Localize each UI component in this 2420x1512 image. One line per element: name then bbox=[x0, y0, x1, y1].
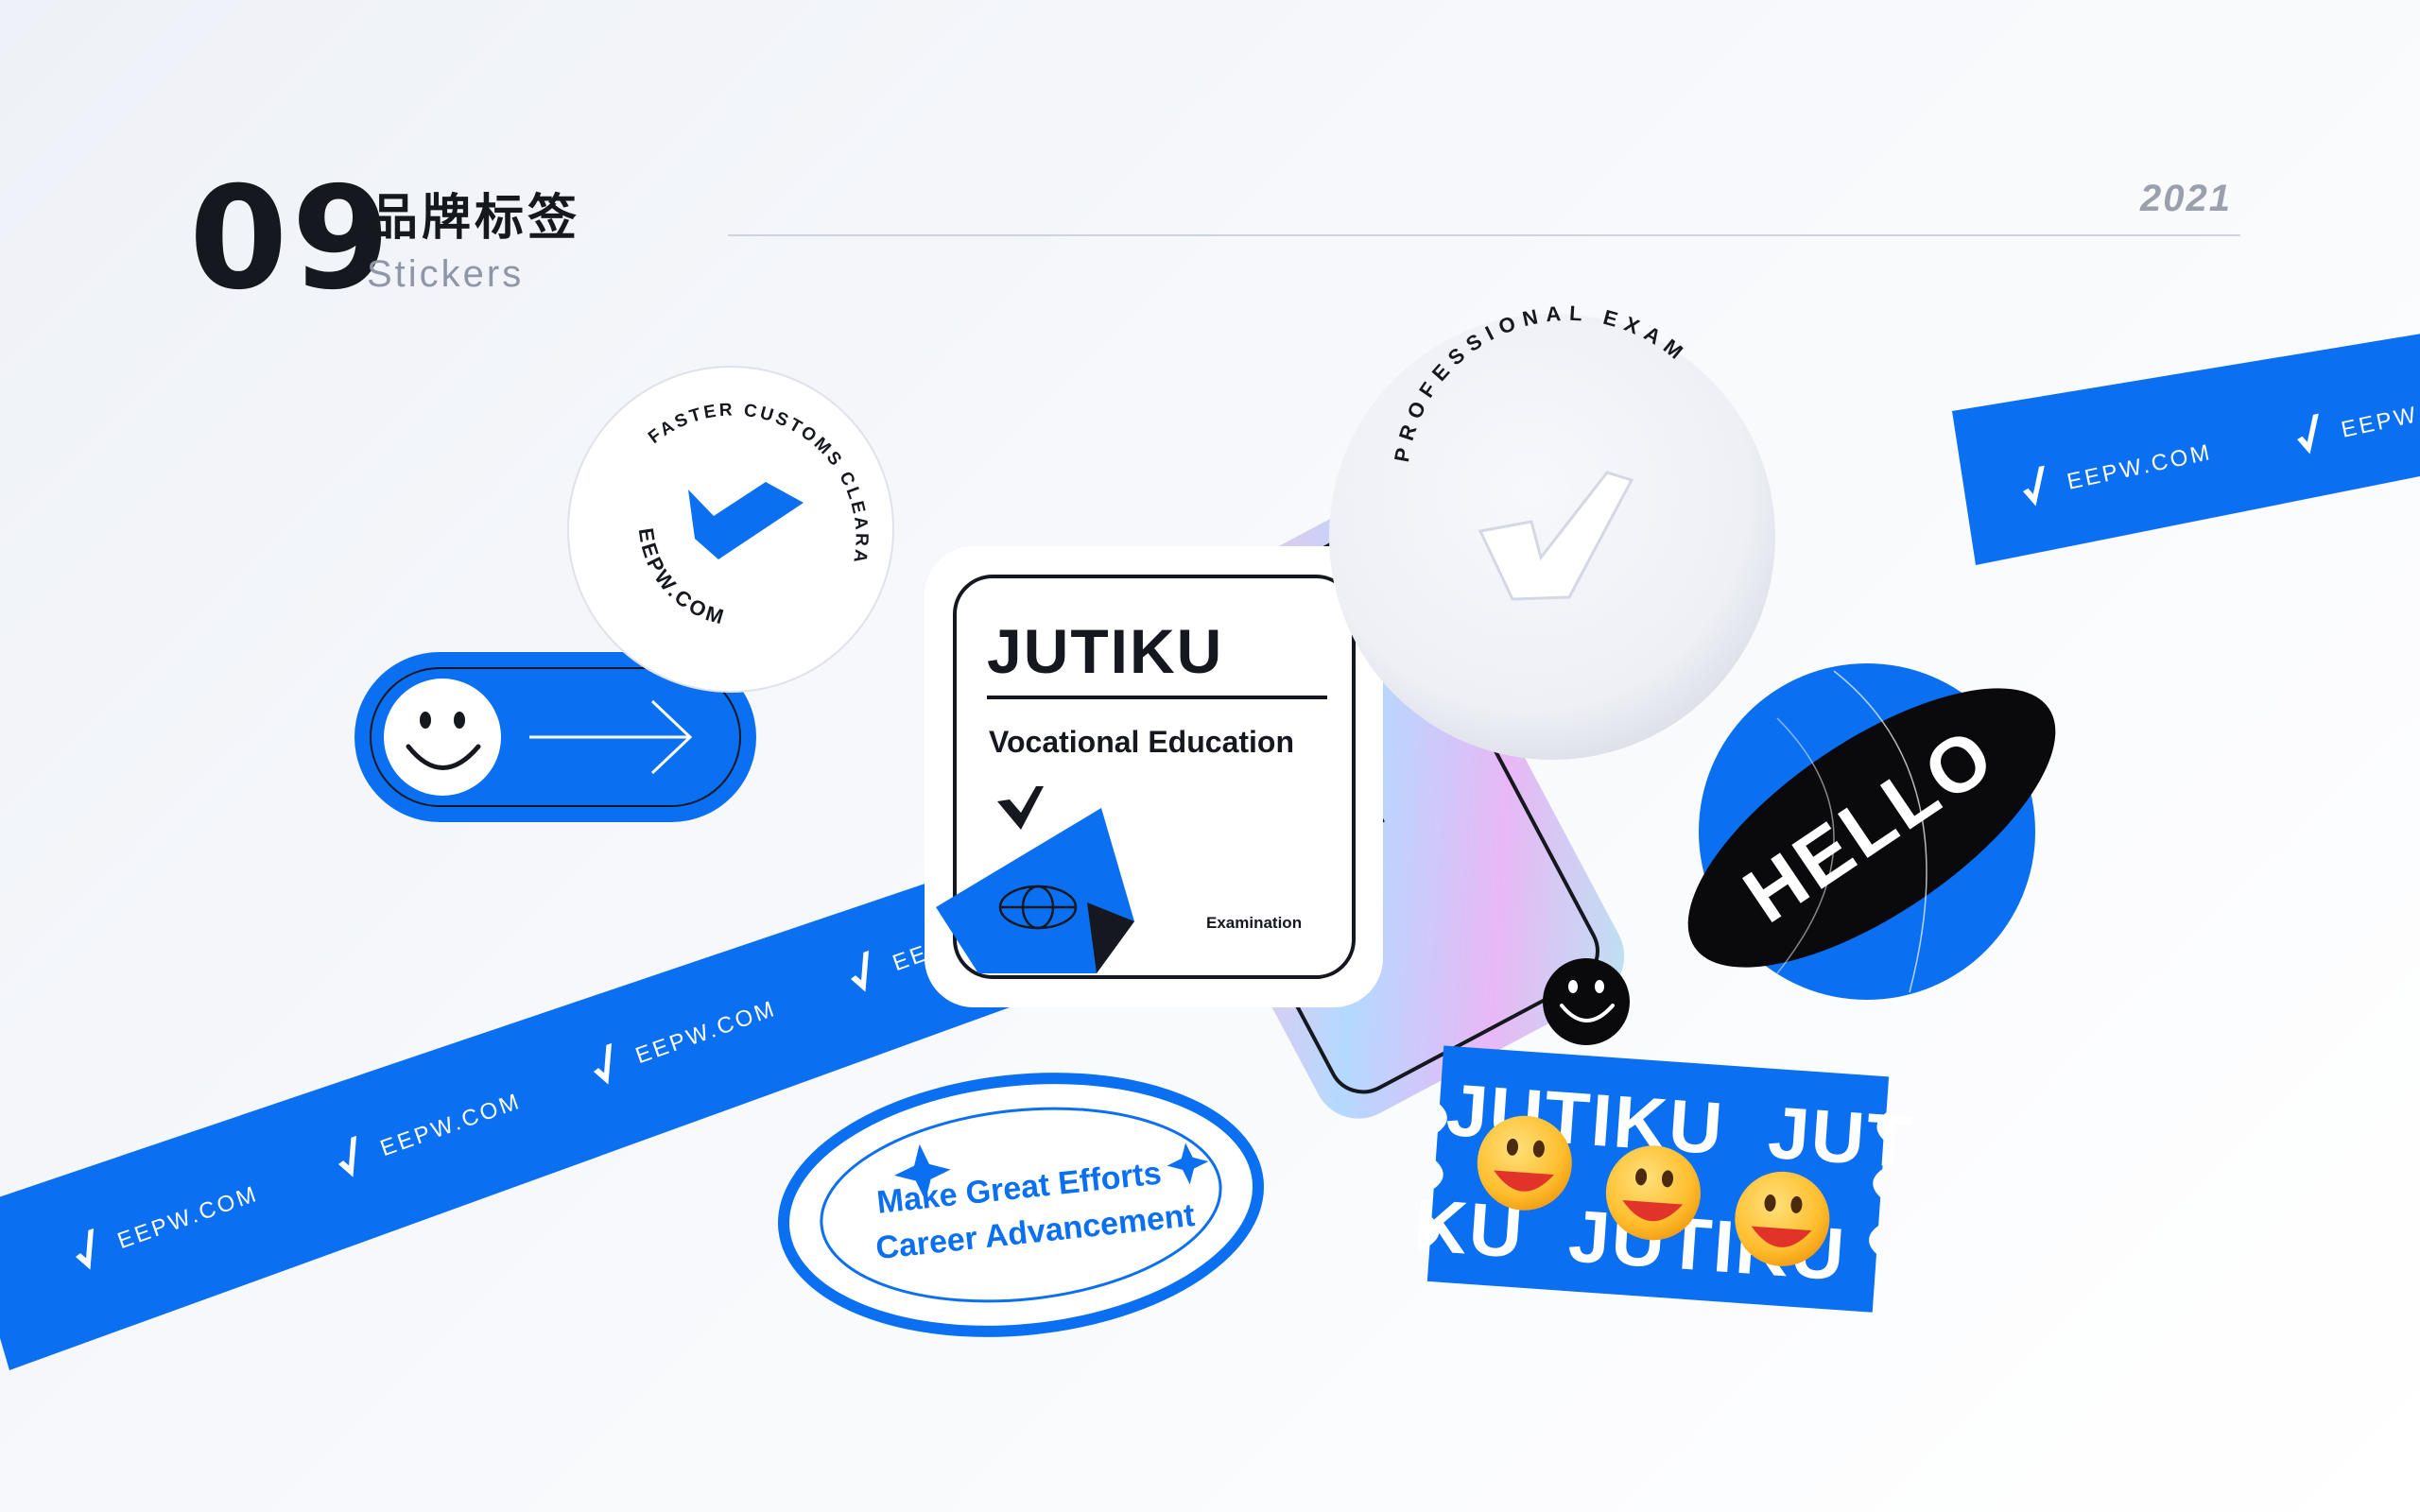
section-title-cn: 品牌标签 bbox=[369, 190, 581, 247]
toggle-sticker bbox=[354, 652, 756, 822]
year-label: 2021 bbox=[2140, 178, 2232, 219]
header-divider bbox=[728, 234, 2240, 236]
customs-badge: FASTER CUSTOMS CLEARANCE EEPW.COM bbox=[0, 0, 894, 693]
jutiku-card: JUTIKU Vocational Education Examination bbox=[925, 546, 1383, 1007]
smiley-face bbox=[406, 744, 481, 770]
check-icon bbox=[997, 786, 1044, 830]
jutiku-tag: Examination bbox=[1206, 914, 1302, 932]
section-number: 09 bbox=[189, 157, 394, 321]
jutiku-subtitle: Vocational Education bbox=[989, 725, 1294, 759]
jutiku-brand: JUTIKU bbox=[987, 616, 1223, 686]
peeled-corner bbox=[936, 808, 1134, 973]
check-icon bbox=[338, 1135, 357, 1177]
globe-icon bbox=[998, 885, 1078, 930]
check-icon bbox=[594, 1042, 613, 1085]
emoji-icon bbox=[1477, 1115, 1572, 1211]
professional-badge: PROFESSIONAL EXAM bbox=[1329, 301, 1775, 760]
section-title-en: Stickers bbox=[367, 253, 525, 295]
tape-strip-small: EEPW.COM EEPW.COM bbox=[1952, 334, 2420, 565]
emoji-icon bbox=[1605, 1145, 1701, 1241]
smiley-badge-small bbox=[1543, 958, 1630, 1045]
check-icon bbox=[1478, 471, 1634, 601]
smiley-icon bbox=[384, 679, 501, 796]
check-icon bbox=[688, 482, 804, 559]
check-icon bbox=[2023, 465, 2045, 507]
check-icon bbox=[851, 950, 870, 992]
motto-oval: Make Great Efforts Career Advancement bbox=[778, 1073, 1264, 1337]
hello-planet: HELLO bbox=[1687, 663, 2056, 1000]
arrow-right-icon bbox=[529, 699, 693, 775]
emoji-icon bbox=[1735, 1171, 1830, 1266]
check-icon bbox=[2297, 413, 2319, 455]
sparkle-icon bbox=[894, 1143, 951, 1201]
jutiku-ticket: JUTIKU JUT KU JUTIKU bbox=[1411, 1045, 1916, 1313]
sparkle-icon bbox=[1167, 1143, 1209, 1185]
check-icon bbox=[76, 1228, 95, 1270]
